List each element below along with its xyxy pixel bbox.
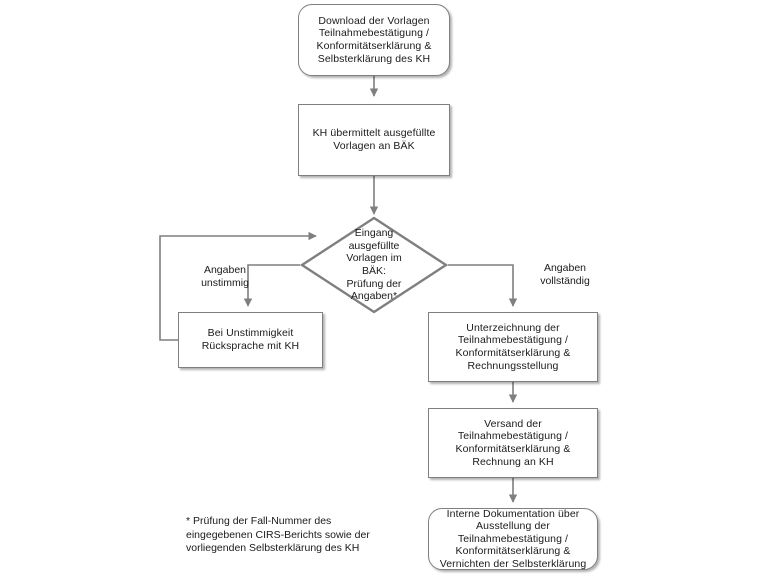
node-unstimmigkeit-label: Bei Unstimmigkeit Rücksprache mit KH xyxy=(201,327,300,352)
node-dokumentation-label: Interne Dokumentation über Ausstellung d… xyxy=(439,507,587,570)
node-versand[interactable]: Versand der Teilnahmebestätigung / Konfo… xyxy=(428,408,598,478)
node-download[interactable]: Download der Vorlagen Teilnahmebestätigu… xyxy=(298,4,450,76)
node-pruefung-label: Eingang ausgefüllte Vorlagen im BÄK: Prü… xyxy=(346,227,402,303)
decision-diamond-shape xyxy=(300,216,448,314)
node-dokumentation[interactable]: Interne Dokumentation über Ausstellung d… xyxy=(428,508,598,570)
edge-label-vollstaendig: Angaben vollständig xyxy=(540,262,590,287)
node-unstimmigkeit[interactable]: Bei Unstimmigkeit Rücksprache mit KH xyxy=(178,312,323,368)
node-uebermittlung[interactable]: KH übermittelt ausgefüllte Vorlagen an B… xyxy=(298,104,450,176)
node-versand-label: Versand der Teilnahmebestätigung / Konfo… xyxy=(455,417,571,468)
node-uebermittlung-label: KH übermittelt ausgefüllte Vorlagen an B… xyxy=(312,127,436,152)
edge-label-unstimmig: Angaben unstimmig xyxy=(201,264,249,289)
node-unterzeichnung[interactable]: Unterzeichnung der Teilnahmebestätigung … xyxy=(428,312,598,382)
node-pruefung-decision[interactable]: Eingang ausgefüllte Vorlagen im BÄK: Prü… xyxy=(300,216,448,314)
connector-pruefung-to-unterzeichnung xyxy=(448,264,518,307)
footnote-pruefung: * Prüfung der Fall-Nummer des eingegeben… xyxy=(186,515,370,554)
node-download-label: Download der Vorlagen Teilnahmebestätigu… xyxy=(316,14,432,65)
node-unterzeichnung-label: Unterzeichnung der Teilnahmebestätigung … xyxy=(455,321,571,372)
